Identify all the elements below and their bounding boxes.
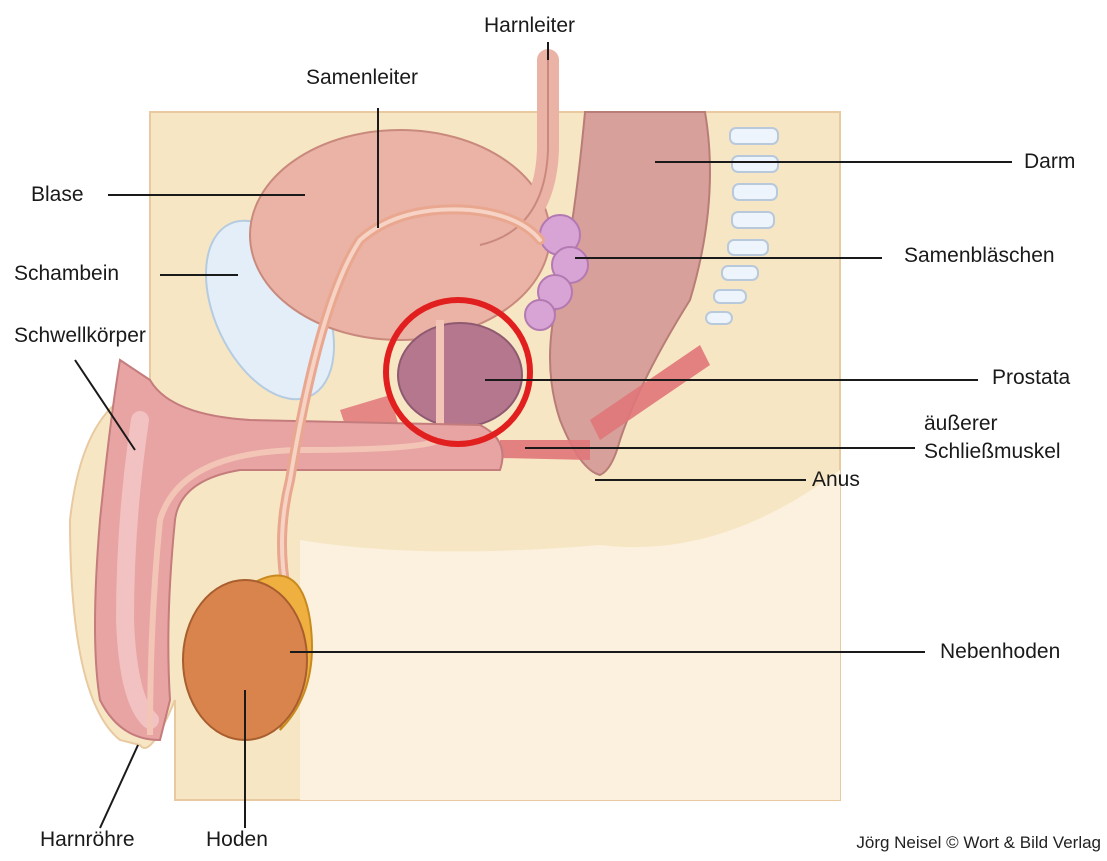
label-harnroehre: Harnröhre (40, 828, 135, 852)
leader-harnroehre (100, 745, 138, 828)
label-anus: Anus (812, 468, 860, 492)
label-harnleiter: Harnleiter (484, 14, 575, 38)
external-sphincter (500, 440, 590, 460)
label-prostata: Prostata (992, 366, 1070, 390)
label-blase: Blase (31, 183, 84, 207)
copyright-credit: Jörg Neisel © Wort & Bild Verlag (856, 833, 1101, 853)
label-darm: Darm (1024, 150, 1075, 174)
label-hoden: Hoden (206, 828, 268, 852)
label-samenleiter: Samenleiter (306, 66, 418, 90)
label-schwellkoerper: Schwellkörper (14, 324, 146, 348)
prostate (398, 323, 522, 427)
label-schambein: Schambein (14, 262, 119, 286)
label-samenblaeschen: Samenbläschen (904, 244, 1055, 268)
label-schliessmuskel-line2: Schließmuskel (924, 440, 1061, 464)
label-nebenhoden: Nebenhoden (940, 640, 1060, 664)
label-schliessmuskel-line1: äußerer (924, 412, 998, 436)
